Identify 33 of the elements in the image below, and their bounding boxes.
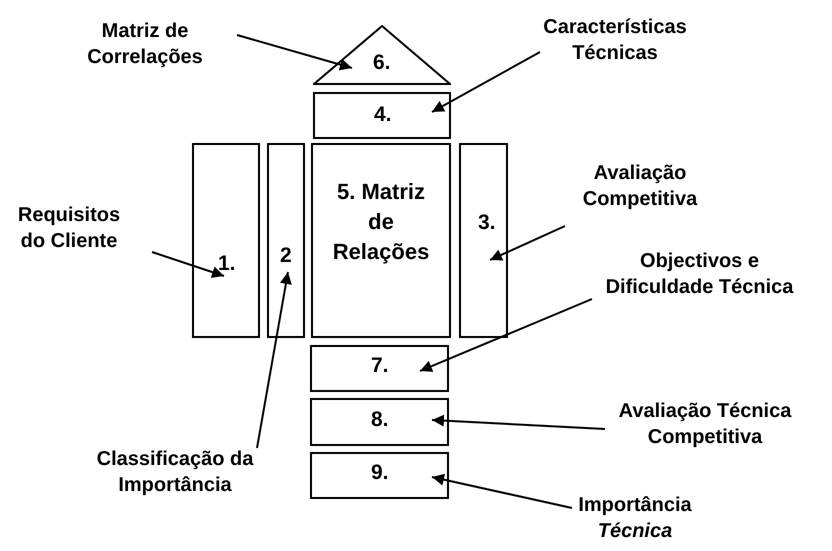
section-number: 8. <box>371 408 389 432</box>
leader-arrow <box>420 298 592 372</box>
leader-arrow <box>432 414 606 430</box>
leader-arrow <box>236 34 352 70</box>
section-number: 3. <box>478 211 496 235</box>
leader-arrow <box>490 225 566 261</box>
matrix-box <box>310 345 449 392</box>
matrix-box <box>313 92 451 139</box>
section-number: 7. <box>371 354 389 378</box>
section-number: 5. Matriz de Relações <box>332 178 430 266</box>
leader-arrow <box>152 251 224 278</box>
section-number: 2 <box>280 244 292 268</box>
callout-label: Requisitos do Cliente <box>8 202 130 254</box>
callout-label: Classificação da Importância <box>90 446 260 498</box>
matrix-box <box>310 452 449 499</box>
matrix-box <box>192 143 260 338</box>
leader-arrow <box>256 272 292 448</box>
leader-arrow <box>432 51 540 113</box>
callout-label: Objectivos e Dificuldade Técnica <box>592 248 807 300</box>
matrix-box <box>311 143 451 338</box>
callout-label: Características Técnicas <box>540 14 690 66</box>
leader-arrow <box>432 474 572 509</box>
callout-label: Avaliação Competitiva <box>575 160 705 212</box>
callout-label: Matriz de Correlações <box>75 18 215 70</box>
matrix-box <box>459 143 508 338</box>
callout-label: Importância Técnica <box>570 492 700 544</box>
section-number: 4. <box>374 103 392 127</box>
matrix-box <box>267 143 305 338</box>
matrix-box <box>310 398 449 446</box>
section-number: 9. <box>371 461 389 485</box>
section-number: 1. <box>218 252 236 276</box>
callout-label: Avaliação Técnica Competitiva <box>605 398 805 450</box>
section-number: 6. <box>373 51 391 75</box>
